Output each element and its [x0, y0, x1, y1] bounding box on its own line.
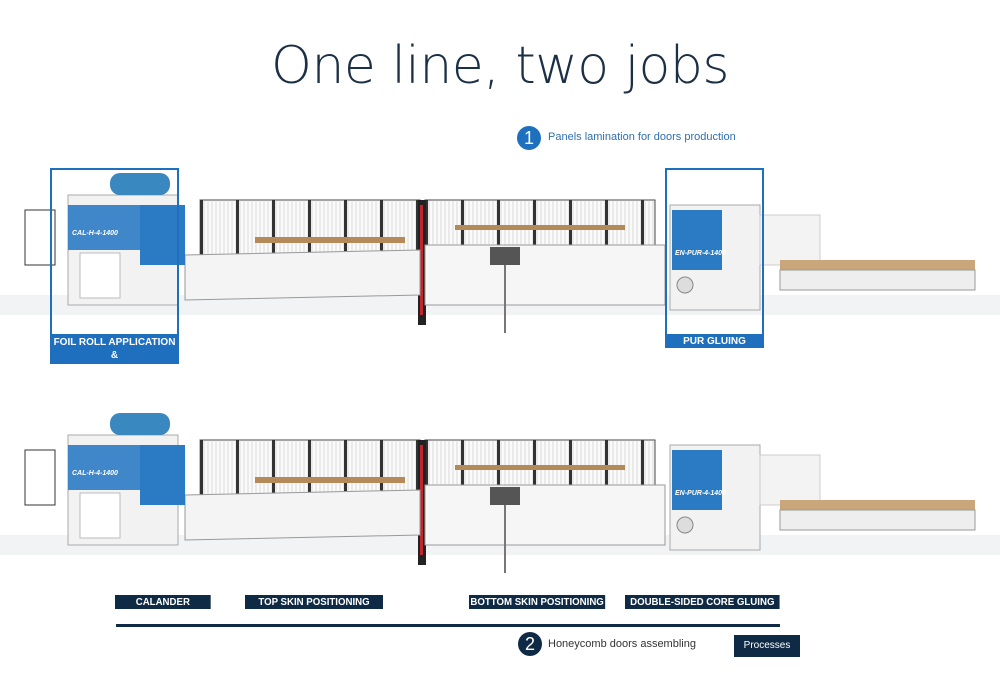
fence-post: [497, 200, 500, 280]
fence-post: [416, 440, 419, 520]
side-fence: [24, 209, 56, 266]
fence-post: [425, 440, 428, 520]
pur-blue-panel: [672, 210, 722, 270]
tag-line-1: FOIL ROLL APPLICATION &: [53, 337, 176, 361]
foil-roll-calander-tag: FOIL ROLL APPLICATION & CALANDER PRESSIN…: [50, 335, 179, 374]
page-title: One line, two jobs: [271, 36, 729, 96]
pur-model-label: EN-PUR-4-1400: [675, 490, 726, 497]
job-2-number-badge: 2: [518, 632, 542, 656]
roller: [676, 276, 694, 294]
fence-post: [605, 440, 608, 520]
control-panel: [490, 487, 520, 505]
job-2-label: Honeycomb doors assembling: [548, 638, 696, 650]
conveyor-1: [184, 249, 421, 301]
tag-double-sided-core-gluing: DOUBLE-SIDED CORE GLUING: [625, 595, 780, 609]
foil-roll: [110, 413, 170, 435]
fence-post: [461, 440, 464, 520]
calander-door: [79, 252, 121, 299]
tag-bottom-skin-positioning: BOTTOM SKIN POSITIONING: [469, 595, 606, 609]
fence-post: [461, 200, 464, 280]
divider: [116, 624, 780, 627]
wood-panel: [455, 225, 625, 230]
fence-post: [641, 440, 644, 520]
side-fence: [24, 449, 56, 506]
calander-model-label: CAL-H-4-1400: [72, 230, 118, 237]
pur-gluing-tag: PUR GLUING: [665, 335, 764, 348]
processes-button[interactable]: Processes: [734, 635, 800, 657]
press-table: [424, 244, 666, 306]
wood-panel: [255, 477, 405, 483]
fence-post: [569, 200, 572, 280]
job-1-number-badge: 1: [517, 126, 541, 150]
foil-roll: [110, 173, 170, 195]
conveyor-1: [184, 489, 421, 541]
wood-panel: [255, 237, 405, 243]
fence-post: [533, 200, 536, 280]
fence-post: [605, 200, 608, 280]
fence-post: [416, 200, 419, 280]
fence-post: [236, 200, 239, 280]
tag-top-skin-positioning: TOP SKIN POSITIONING: [245, 595, 383, 609]
wood-panel: [455, 465, 625, 470]
calander-front-blue: [68, 445, 140, 490]
calander-model-label: CAL-H-4-1400: [72, 470, 118, 477]
calander-door: [79, 492, 121, 539]
outfeed-frame: [779, 269, 976, 291]
highlight-pur-station: [665, 168, 764, 336]
fence-post: [200, 200, 203, 280]
roller: [676, 516, 694, 534]
fence-post: [236, 440, 239, 520]
pur-blue-panel: [672, 450, 722, 510]
red-stripe: [420, 445, 423, 555]
pur-model-label: EN-PUR-4-1400: [675, 250, 726, 257]
calander-blue-panel: [140, 445, 185, 505]
fence-post: [533, 440, 536, 520]
job-1-label: Panels lamination for doors production: [548, 131, 736, 143]
fence-post: [641, 200, 644, 280]
fence-post: [569, 440, 572, 520]
outfeed-frame: [779, 509, 976, 531]
fence-post: [497, 440, 500, 520]
fence-post: [200, 440, 203, 520]
red-stripe: [420, 205, 423, 315]
calander-front-blue: [68, 205, 140, 250]
highlight-calander-station: [50, 168, 179, 336]
control-panel: [490, 247, 520, 265]
press-table: [424, 484, 666, 546]
fence-post: [425, 200, 428, 280]
tag-line-2: CALANDER PRESSING: [59, 363, 170, 374]
pur-hood: [759, 454, 821, 506]
pur-hood: [759, 214, 821, 266]
tag-calander-pressing: CALANDER PRESSING: [115, 595, 211, 622]
